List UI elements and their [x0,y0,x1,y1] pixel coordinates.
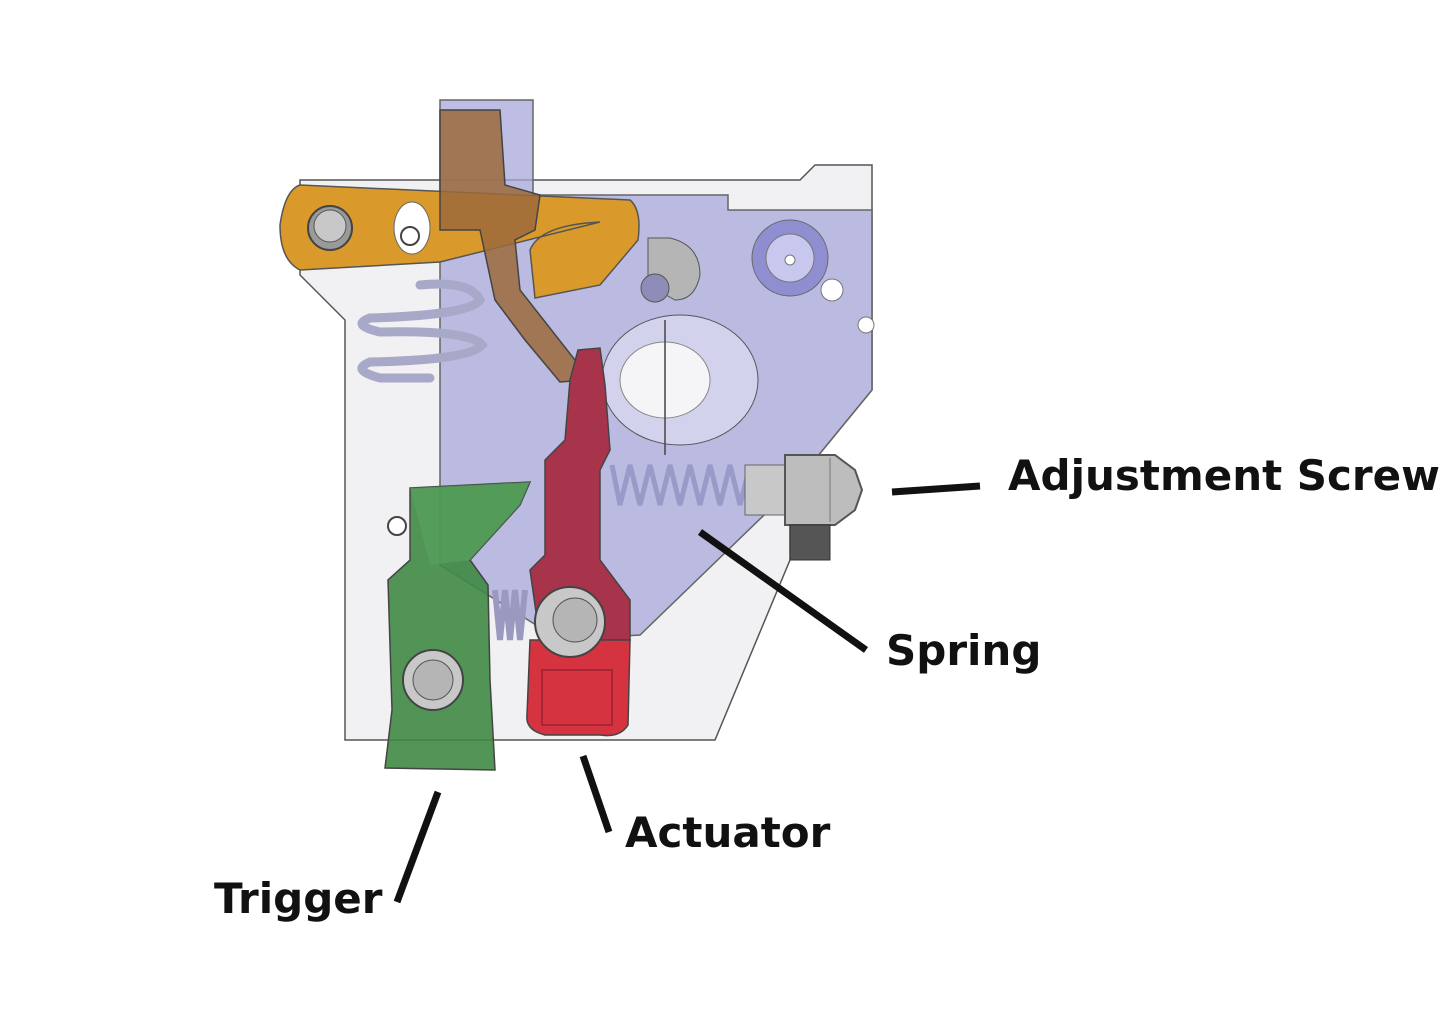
small-hole [820,278,844,302]
label-spring: Spring [886,626,1042,675]
actuator-lower [526,639,631,737]
label-trigger: Trigger [214,874,383,923]
hammer-hole [400,226,420,246]
trigger-highlight [410,482,530,565]
adjustment-spring [609,464,753,506]
hammer [279,184,640,299]
leader-actuator [579,754,613,834]
label-adjustment-screw: Adjustment Screw [1008,451,1440,500]
trigger-spring [492,589,528,641]
sear-pivot-hole [784,254,796,266]
screw-lower-nut [789,524,831,561]
small-hole [857,316,875,334]
hammer-spring [357,279,488,383]
housing-hole [387,516,407,536]
screw-nut [784,454,864,526]
label-actuator: Actuator [625,808,831,857]
hammer-pivot-cap [313,209,347,243]
leader-lines [393,482,981,904]
actuator-groove [541,669,613,726]
leader-trigger [393,790,442,904]
leader-spring [697,529,869,653]
trigger-pivot-pin [412,659,454,701]
roller-pin [640,273,670,303]
leader-adjustment-screw [891,482,981,496]
actuator-pivot-pin [552,597,598,643]
